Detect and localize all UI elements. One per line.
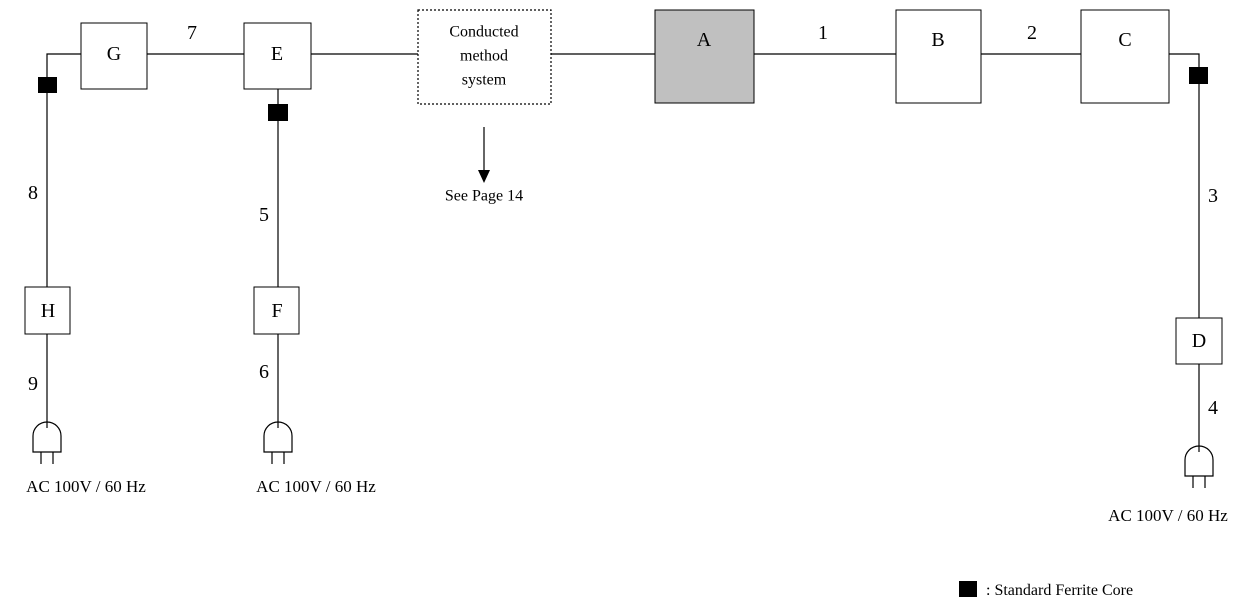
legend: : Standard Ferrite Core xyxy=(959,581,1133,599)
cable-number-5: 5 xyxy=(259,204,269,226)
ferrite-core-icon xyxy=(1189,67,1208,84)
power-label-middle: AC 100V / 60 Hz xyxy=(256,477,376,496)
plug-left xyxy=(32,421,62,464)
device-b: B xyxy=(895,9,982,104)
wires xyxy=(46,53,1200,452)
legend-ferrite-core-icon xyxy=(959,581,977,597)
device-g: G xyxy=(80,22,148,90)
plug-right xyxy=(1184,445,1214,488)
device-c: C xyxy=(1080,9,1170,104)
cable-8-line xyxy=(46,53,81,287)
plug-middle xyxy=(263,421,293,464)
device-e-label: E xyxy=(271,43,283,65)
see-page-label: See Page 14 xyxy=(445,188,523,205)
conducted-line-3: system xyxy=(462,72,507,89)
cable-number-4: 4 xyxy=(1208,397,1218,419)
device-d-label: D xyxy=(1192,330,1206,352)
see-page-arrow xyxy=(478,127,490,183)
device-e: E xyxy=(243,22,312,90)
device-f-label: F xyxy=(271,300,282,322)
device-a: A xyxy=(654,9,755,104)
cable-number-9: 9 xyxy=(28,373,38,395)
cable-number-7: 7 xyxy=(187,22,197,44)
conducted-method-system: Conducted method system xyxy=(417,9,552,105)
device-h-label: H xyxy=(41,300,55,322)
ferrite-core-icon xyxy=(268,104,288,121)
device-b-label: B xyxy=(931,29,944,51)
legend-text: : Standard Ferrite Core xyxy=(986,582,1133,599)
device-h: H xyxy=(24,286,71,335)
conducted-line-1: Conducted xyxy=(449,24,518,41)
cable-number-1: 1 xyxy=(818,22,828,44)
cable-number-2: 2 xyxy=(1027,22,1037,44)
device-d: D xyxy=(1175,317,1223,365)
device-a-label: A xyxy=(697,29,712,51)
cable-numbers: 1 2 3 4 5 6 7 8 9 xyxy=(28,22,1218,419)
device-g-label: G xyxy=(107,43,121,65)
device-c-label: C xyxy=(1118,29,1131,51)
cable-number-8: 8 xyxy=(28,182,38,204)
cable-3-line xyxy=(1169,53,1200,318)
ferrite-cores xyxy=(38,67,1208,121)
ferrite-core-icon xyxy=(38,77,57,93)
conducted-line-2: method xyxy=(460,48,508,65)
device-f: F xyxy=(253,286,300,335)
power-label-right: AC 100V / 60 Hz xyxy=(1108,506,1228,525)
cable-number-6: 6 xyxy=(259,361,269,383)
power-label-left: AC 100V / 60 Hz xyxy=(26,477,146,496)
cable-number-3: 3 xyxy=(1208,185,1218,207)
